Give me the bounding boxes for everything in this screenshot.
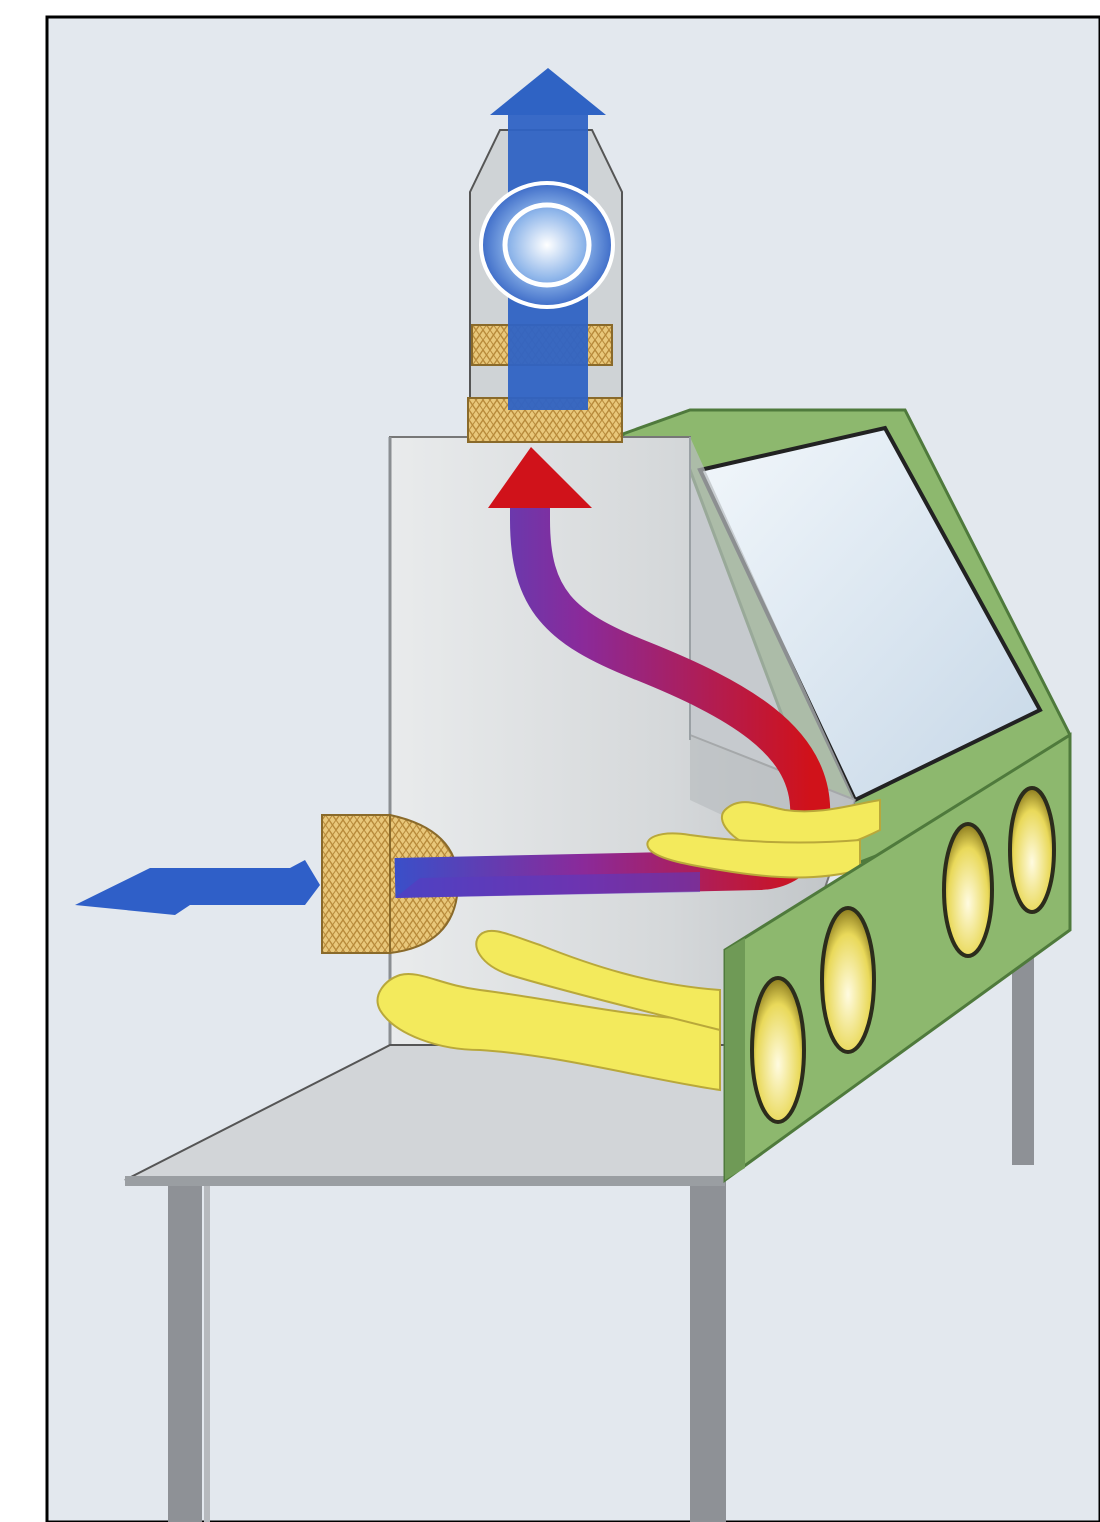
glove-port — [750, 976, 806, 1124]
fan-icon — [479, 181, 615, 309]
glove-icon — [376, 798, 881, 1092]
glove-port — [942, 822, 994, 958]
front-panel — [723, 732, 1072, 1183]
glove-port — [820, 906, 876, 1054]
table-legs-front — [168, 1186, 724, 1522]
inflow-airflow-arrow — [75, 860, 320, 915]
glove-port — [1008, 786, 1056, 914]
